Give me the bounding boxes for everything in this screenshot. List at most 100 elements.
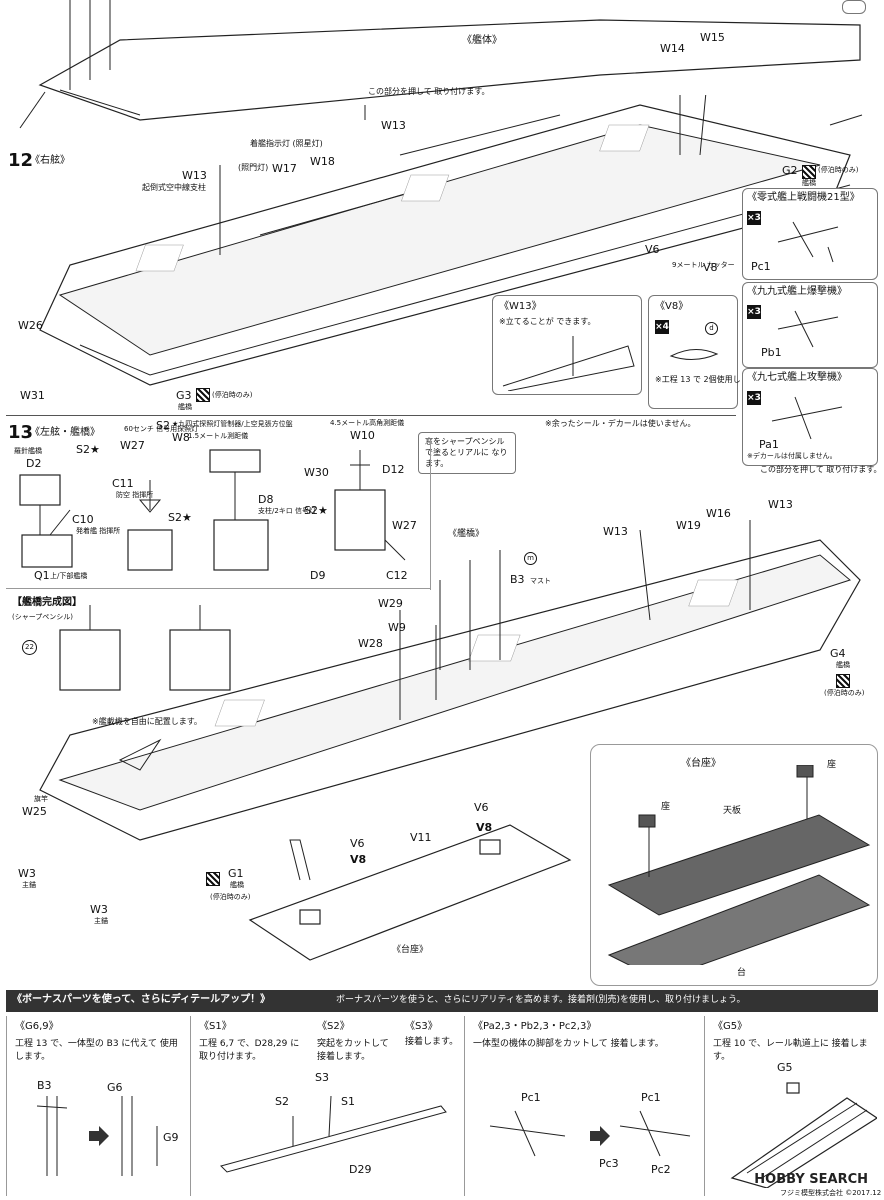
g3-sub: 艦橋 xyxy=(178,403,192,411)
za-label-1: 座 xyxy=(827,760,837,770)
part-d2: D2 xyxy=(26,457,42,470)
d29-drawing xyxy=(220,1095,447,1173)
part-w27-a: W27 xyxy=(120,439,145,452)
w10-note: 4.5メートル高角測距儀 xyxy=(330,419,405,427)
part-g1: G1 xyxy=(228,867,244,880)
part-s2-c: S2★ xyxy=(304,504,328,517)
stand-label: 《台座》 xyxy=(392,945,429,955)
left-side-ship xyxy=(39,520,861,841)
c11-note: 防空 指揮所 xyxy=(116,491,154,499)
bonus-pc2: Pc2 xyxy=(651,1163,671,1176)
w3-b-note: 主錨 xyxy=(94,917,108,925)
w13-box-note: ※立てることが できます。 xyxy=(499,317,596,326)
zero-fighter-box: 《零式艦上戦闘機21型》 ×3 Pc1 xyxy=(742,188,878,280)
part-w13-d: W13 xyxy=(768,498,793,511)
v8-detail-box: 《V8》 ×4 d ※工程 13 で 2個使用します。 xyxy=(648,295,764,409)
decal-note: ※デカールは付属しません。 xyxy=(747,452,837,460)
top-plate-label: 天板 xyxy=(723,806,742,816)
part-w8: W8 xyxy=(172,431,190,444)
g2-sub: 艦橋 xyxy=(802,179,816,187)
bonus-g69: 《G6,9》 工程 13 で、一体型の B3 に代えて 使用します。 B3 G6… xyxy=(6,1016,187,1196)
bonus-pc1-b: Pc1 xyxy=(641,1091,661,1104)
v8-box-note: ※工程 13 で 2個使用します。 xyxy=(655,375,764,384)
g5-text: 工程 10 で、レール軌道上に 接着します。 xyxy=(713,1039,868,1062)
part-v6-a: V6 xyxy=(350,837,365,850)
g3-note: (停泊時のみ) xyxy=(212,391,253,399)
w13-detail-box: 《W13》 ※立てることが できます。 xyxy=(492,295,642,395)
part-w10: W10 xyxy=(350,429,375,442)
bonus-header: 《ボーナスパーツを使って、さらにディテールアップ！》 xyxy=(12,994,271,1005)
part-s2-b: S2★ xyxy=(168,511,192,524)
part-c10: C10 xyxy=(72,513,94,526)
w25-note: 旗竿 xyxy=(34,795,48,803)
d2-note: 羅針艦橋 xyxy=(14,447,42,455)
page-tab xyxy=(842,0,866,14)
g1-sub: 艦橋 xyxy=(230,881,244,889)
ship-label: 《艦体》 xyxy=(462,35,502,46)
watermark: HOBBY SEARCH xyxy=(754,1172,868,1187)
bonus-g5: 《G5》 工程 10 で、レール軌道上に 接着します。 G5 xyxy=(704,1016,877,1196)
bonus-s3: S3 xyxy=(315,1071,329,1084)
part-g3: G3 xyxy=(176,389,192,402)
mast-drawing xyxy=(36,1096,158,1176)
window-note-box: 窓をシャープペンシル で塗るとリアルに なります。 xyxy=(418,432,516,474)
divider xyxy=(430,440,431,590)
bridge-label: 《艦橋》 xyxy=(448,529,485,539)
part-v6: V6 xyxy=(645,243,660,256)
divider xyxy=(6,588,430,589)
w27-a-note: 60センチ 信号用探照灯 xyxy=(124,425,199,433)
step13-title: 《左舷・艦橋》 xyxy=(30,427,100,438)
val-title: 《九九式艦上爆撃機》 xyxy=(747,286,847,297)
w13-detail-drawing xyxy=(502,336,635,391)
w13-b-note: 起倒式空中線支柱 xyxy=(142,183,206,192)
val-qty: ×3 xyxy=(747,305,761,319)
anchor-flag-icon xyxy=(196,388,210,402)
part-s2-a: S2★ xyxy=(76,443,100,456)
zero-part: Pc1 xyxy=(751,260,771,273)
mid-bridge-drawing xyxy=(127,480,173,571)
stand-drawing xyxy=(248,824,572,961)
w13-note-top: この部分を押して 取り付けます。 xyxy=(368,87,490,96)
part-w3-b: W3 xyxy=(90,903,108,916)
right-side-ship xyxy=(39,95,851,386)
stand-box-title: 《台座》 xyxy=(681,758,721,769)
part-w28: W28 xyxy=(358,637,383,650)
bonus-s2: S2 xyxy=(275,1095,289,1108)
part-w13-a: W13 xyxy=(381,119,406,132)
bonus-d29: D29 xyxy=(349,1163,372,1176)
part-w3-a: W3 xyxy=(18,867,36,880)
part-b3: B3 xyxy=(510,573,525,586)
top-bridge-drawing xyxy=(334,450,406,561)
g4-note: (停泊時のみ) xyxy=(824,689,865,697)
q1-note: 上/下部艦橋 xyxy=(50,572,88,580)
step13-number: 13 xyxy=(8,422,34,443)
step12-title: 《右舷》 xyxy=(30,155,70,166)
copyright: フジミ模型株式会社 ©2017.12 xyxy=(780,1189,882,1197)
g2-note: (停泊時のみ) xyxy=(818,166,859,174)
v8-box-letter: d xyxy=(705,322,718,335)
v8-box-title: 《V8》 xyxy=(655,301,689,312)
bonus-s123: 《S1》 工程 6,7 で、D28,29 に 取り付けます。 《S2》 突起をカ… xyxy=(190,1016,461,1196)
marker-22: 22 xyxy=(22,640,37,655)
c10-note: 発着艦 指揮所 xyxy=(76,527,121,535)
boat-drawing xyxy=(669,349,719,360)
bonus-g9: G9 xyxy=(163,1131,179,1144)
bridge-parts-drawing xyxy=(19,474,73,568)
g69-text: 工程 13 で、一体型の B3 に代えて 使用します。 xyxy=(15,1039,178,1062)
bonus-b3: B3 xyxy=(37,1079,52,1092)
stand-exploded-drawing xyxy=(607,765,871,965)
part-g2: G2 xyxy=(782,164,798,177)
s3-text: 接着します。 xyxy=(405,1037,459,1047)
g69-title: 《G6,9》 xyxy=(15,1021,59,1032)
bonus-g5: G5 xyxy=(777,1061,793,1074)
part-w30: W30 xyxy=(304,466,329,479)
pencil-note: (シャープペンシル) xyxy=(12,613,74,621)
w18-note: 着艦指示灯 (照星灯) xyxy=(250,139,323,148)
bonus-planes: 《Pa2,3・Pb2,3・Pc2,3》 一体型の機体の脚部をカットして 接着しま… xyxy=(464,1016,701,1196)
part-d9: D9 xyxy=(310,569,326,582)
plane-note: ※艦載機を自由に配置します。 xyxy=(92,717,202,726)
part-c11: C11 xyxy=(112,477,134,490)
bonus-g6: G6 xyxy=(107,1081,123,1094)
s2-title: 《S2》 xyxy=(317,1021,350,1032)
part-w31: W31 xyxy=(20,389,45,402)
